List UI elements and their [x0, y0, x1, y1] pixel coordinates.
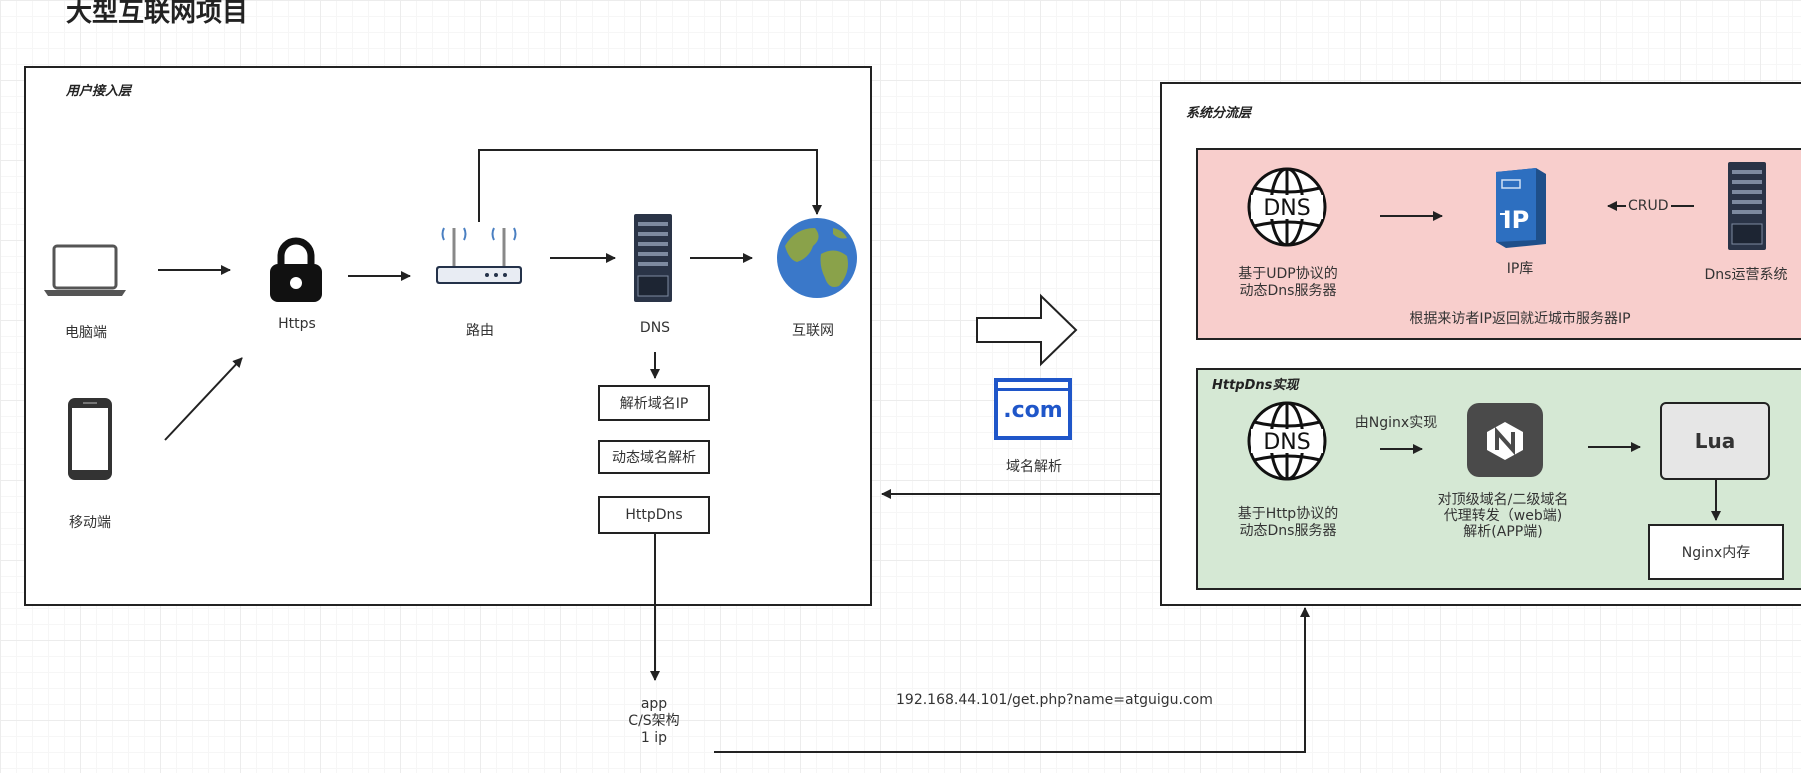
resolve-ip-box[interactable]: 解析域名IP	[598, 385, 710, 421]
nginx-icon	[1467, 403, 1543, 477]
user-layer-title: 用户接入层	[66, 84, 132, 99]
udp-dns-label: 基于UDP协议的 动态Dns服务器	[1226, 266, 1350, 300]
svg-text:DNS: DNS	[1263, 430, 1310, 455]
system-layer-title: 系统分流层	[1186, 106, 1252, 121]
com-text: .com	[1003, 398, 1063, 423]
pc-label: 电脑端	[65, 325, 107, 341]
svg-text:DNS: DNS	[1263, 196, 1310, 221]
arrow-mobile-https	[164, 357, 243, 441]
http-dns-line1: 基于Http协议的	[1237, 506, 1339, 522]
proxy-line1: 对顶级域名/二级域名	[1437, 492, 1569, 508]
server-icon	[634, 214, 672, 302]
com-icon: .com	[994, 378, 1072, 440]
httpdns-box[interactable]: HttpDns	[598, 496, 710, 534]
return-note: 根据来访者IP返回就近城市服务器IP	[1409, 311, 1631, 327]
proxy-line3: 解析(APP端)	[1463, 524, 1543, 540]
ip-server-icon: IP	[1496, 168, 1546, 248]
domain-resolve-label: 域名解析	[1006, 459, 1062, 475]
laptop-icon	[44, 244, 126, 296]
url-label: 192.168.44.101/get.php?name=atguigu.com	[896, 692, 1213, 708]
globe-icon	[777, 218, 857, 298]
router-icon	[436, 227, 522, 284]
nginx-memory-box[interactable]: Nginx内存	[1648, 524, 1784, 580]
udp-dns-line2: 动态Dns服务器	[1239, 283, 1337, 299]
app-note-line1: app	[640, 696, 668, 712]
app-note-line3: 1 ip	[640, 730, 668, 746]
router-label: 路由	[466, 323, 494, 339]
lock-icon	[270, 237, 322, 302]
arrow-router-internet	[478, 149, 822, 222]
http-dns-line2: 动态Dns服务器	[1239, 523, 1337, 539]
ip-lib-label: IP库	[1506, 261, 1534, 277]
nginx-impl-label: 由Nginx实现	[1354, 415, 1438, 431]
dns-globe-icon: DNS	[1247, 167, 1327, 247]
arrow-app-system	[714, 607, 1310, 753]
dynamic-resolve-box[interactable]: 动态域名解析	[598, 440, 710, 474]
dns-ops-label: Dns运营系统	[1704, 267, 1788, 283]
dns-label: DNS	[639, 320, 671, 336]
httpdns-impl-title: HttpDns实现	[1212, 378, 1299, 393]
https-label: Https	[278, 316, 316, 332]
mobile-label: 移动端	[69, 515, 111, 531]
dns-ops-server-icon	[1728, 162, 1766, 250]
phone-icon	[68, 398, 112, 480]
lua-box[interactable]: Lua	[1660, 402, 1770, 480]
http-dns-globe-icon: DNS	[1247, 401, 1327, 481]
page-title: 大型互联网项目	[66, 0, 249, 28]
proxy-line2: 代理转发（web端)	[1443, 508, 1563, 524]
proxy-label: 对顶级域名/二级域名 代理转发（web端) 解析(APP端)	[1418, 492, 1588, 540]
svg-text:IP: IP	[1503, 206, 1530, 234]
user-layer-panel[interactable]	[24, 66, 872, 606]
internet-label: 互联网	[792, 323, 834, 339]
big-hollow-arrow	[976, 293, 1078, 367]
app-note: app C/S架构 1 ip	[604, 696, 704, 747]
crud-label: CRUD	[1626, 198, 1671, 214]
http-dns-label: 基于Http协议的 动态Dns服务器	[1226, 506, 1350, 540]
udp-dns-line1: 基于UDP协议的	[1238, 266, 1338, 282]
app-note-line2: C/S架构	[628, 713, 680, 729]
